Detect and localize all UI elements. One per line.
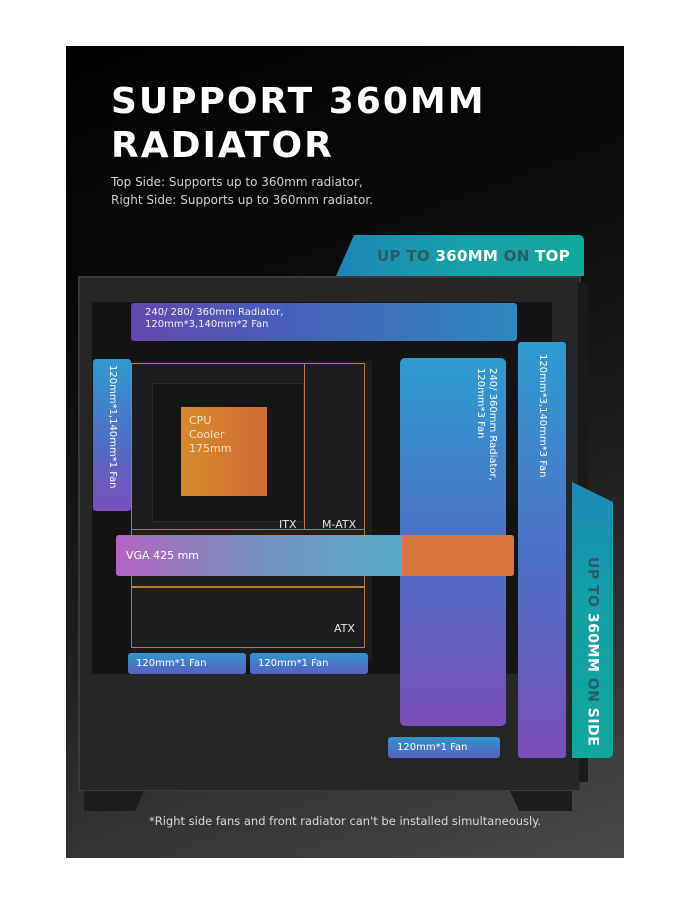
matx-outline — [131, 363, 365, 530]
bottom-fan-1: 120mm*1 Fan — [128, 653, 246, 674]
tag-side-text-1: UP TO — [584, 556, 601, 613]
atx-label: ATX — [334, 622, 355, 635]
footnote: *Right side fans and front radiator can'… — [148, 814, 542, 828]
title-line-2: RADIATOR — [111, 125, 334, 166]
rear-fan-zone: 120mm*1,140mm*1 Fan — [93, 359, 131, 511]
tag-top-text-4: TOP — [535, 246, 570, 265]
tag-side-text-4: SIDE — [584, 707, 601, 746]
page-title: SUPPORT 360MM RADIATOR — [111, 80, 486, 168]
vga-label: VGA 425 mm — [126, 549, 199, 562]
cpu-cooler-line-3: 175mm — [189, 442, 232, 455]
bottom-fan-2: 120mm*1 Fan — [250, 653, 368, 674]
vga-overlap-zone — [402, 535, 514, 576]
tag-side-text-3: ON — [584, 672, 601, 708]
top-radiator-tag: UP TO 360MM ON TOP — [336, 235, 584, 276]
cpu-cooler-line-1: CPU — [189, 414, 212, 427]
subtitle-line-1: Top Side: Supports up to 360mm radiator, — [111, 175, 363, 189]
subtitle-line-2: Right Side: Supports up to 360mm radiato… — [111, 193, 374, 207]
front-radiator-label: 240/ 360mm Radiator,120mm*3 Fan — [474, 368, 498, 726]
cpu-cooler-line-2: Cooler — [189, 428, 225, 441]
matx-label: M-ATX — [322, 518, 357, 531]
top-radiator-line-1: 240/ 280/ 360mm Radiator, — [145, 307, 284, 318]
case-foot-left — [84, 791, 144, 811]
subtitle: Top Side: Supports up to 360mm radiator,… — [111, 173, 373, 209]
side-fans-label: 120mm*3,140mm*3 Fan — [537, 354, 548, 478]
side-radiator-tag: UP TO 360MM ON SIDE — [572, 482, 613, 758]
front-radiator-line-2: 120mm*3 Fan — [475, 368, 486, 439]
front-radiator-line-1: 240/ 360mm Radiator, — [487, 368, 498, 481]
bottom-fan-3-label: 120mm*1 Fan — [397, 742, 468, 753]
bottom-fan-2-label: 120mm*1 Fan — [258, 658, 329, 669]
side-fans-zone: 120mm*3,140mm*3 Fan — [518, 342, 566, 758]
bottom-fan-1-label: 120mm*1 Fan — [136, 658, 207, 669]
tag-top-text-3: ON — [503, 246, 530, 265]
tag-top-text-1: UP TO — [377, 246, 430, 265]
product-feature-panel: SUPPORT 360MM RADIATOR Top Side: Support… — [66, 46, 624, 858]
top-radiator-zone: 240/ 280/ 360mm Radiator, 120mm*3,140mm*… — [131, 303, 517, 341]
tag-side-text-2: 360MM — [584, 612, 601, 673]
itx-label: ITX — [279, 518, 297, 531]
tag-top-text-2: 360MM — [435, 246, 499, 265]
top-radiator-line-2: 120mm*3,140mm*2 Fan — [145, 319, 269, 330]
title-line-1: SUPPORT 360MM — [111, 81, 486, 122]
case-foot-right — [510, 791, 572, 811]
cpu-cooler-zone: CPU Cooler 175mm — [181, 407, 267, 496]
atx-outline — [131, 586, 365, 648]
bottom-fan-3: 120mm*1 Fan — [388, 737, 500, 758]
rear-fan-label: 120mm*1,140mm*1 Fan — [107, 365, 118, 489]
tag-side-text: UP TO 360MM ON SIDE — [585, 557, 601, 746]
